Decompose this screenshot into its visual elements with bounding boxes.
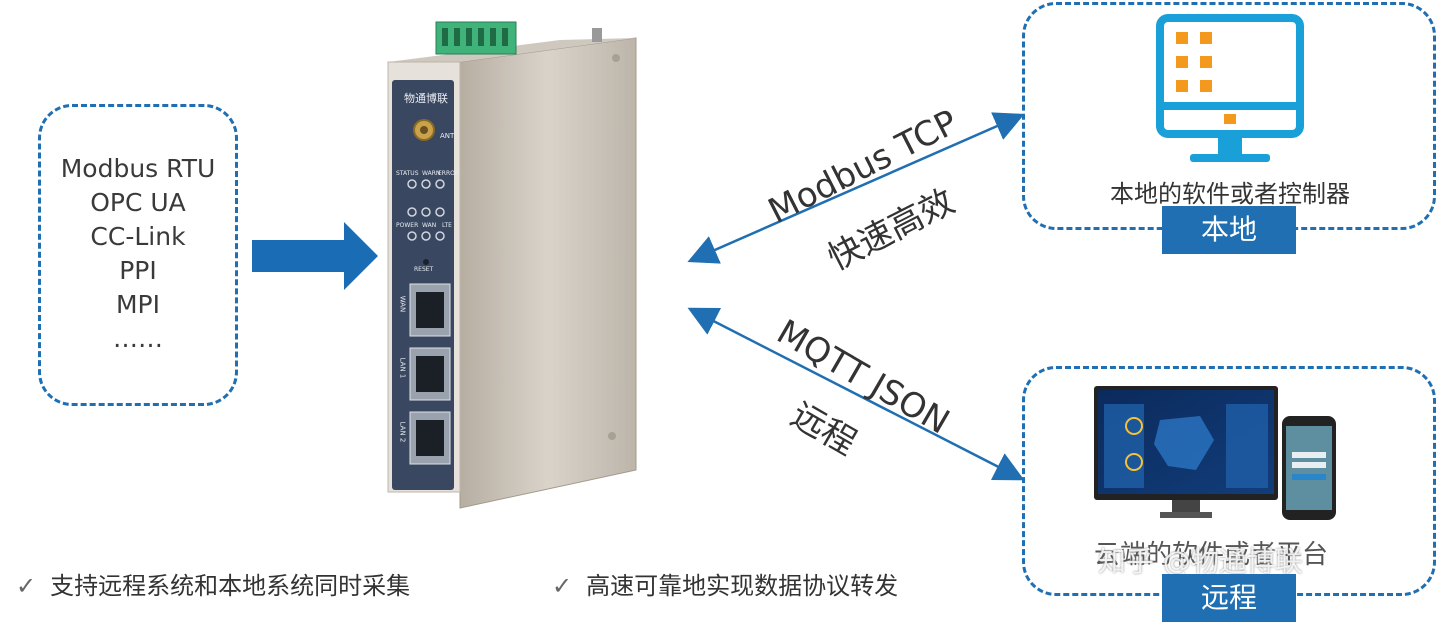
protocol-item: Modbus RTU	[60, 154, 216, 183]
device-label-port-wan: WAN	[398, 295, 407, 313]
device-label-error: ERROR	[438, 170, 460, 177]
device-label-status: STATUS	[396, 170, 419, 177]
gateway-device	[387, 21, 637, 509]
feature-item: ✓ 支持远程系统和本地系统同时采集	[16, 566, 410, 601]
protocol-item: ……	[113, 324, 163, 353]
device-brand: 物通博联	[404, 92, 448, 105]
device-label-power: POWER	[396, 222, 419, 229]
protocol-item: OPC UA	[90, 188, 186, 217]
device-label-reset: RESET	[414, 266, 434, 273]
remote-link-arrow	[687, 307, 1025, 481]
remote-caption: 云端的软件或者平台	[1094, 540, 1329, 570]
device-label-lte: LTE	[442, 222, 452, 229]
device-label-port-lan2: LAN 2	[398, 421, 407, 443]
protocol-item: MPI	[115, 290, 161, 319]
device-label-port-lan1: LAN 1	[398, 357, 407, 379]
feature-item: ✓ 高速可靠地实现数据协议转发	[552, 566, 898, 601]
check-icon: ✓	[552, 572, 573, 600]
local-link-arrow	[687, 112, 1025, 264]
watermark: 知乎 @物通博联	[1098, 545, 1303, 578]
check-icon: ✓	[16, 572, 37, 600]
protocol-item: PPI	[119, 256, 157, 285]
protocol-list: Modbus RTU OPC UA CC-Link PPI MPI ……	[38, 152, 238, 356]
cloud-platform-screens	[1094, 386, 1336, 520]
device-label-ant: ANT	[440, 132, 455, 140]
local-caption: 本地的软件或者控制器	[1110, 180, 1350, 208]
device-label-warn: WARN	[422, 170, 441, 177]
protocol-item: CC-Link	[90, 222, 186, 251]
device-label-wan-led: WAN	[422, 222, 437, 229]
feature-text: 支持远程系统和本地系统同时采集	[50, 572, 411, 600]
monitor-icon	[1156, 14, 1304, 162]
protocols-box	[38, 104, 238, 406]
ethernet-ports	[409, 283, 451, 465]
feature-text: 高速可靠地实现数据协议转发	[586, 572, 899, 600]
local-tag: 本地	[1162, 206, 1296, 254]
input-arrow	[252, 222, 378, 290]
remote-tag: 远程	[1162, 574, 1296, 622]
